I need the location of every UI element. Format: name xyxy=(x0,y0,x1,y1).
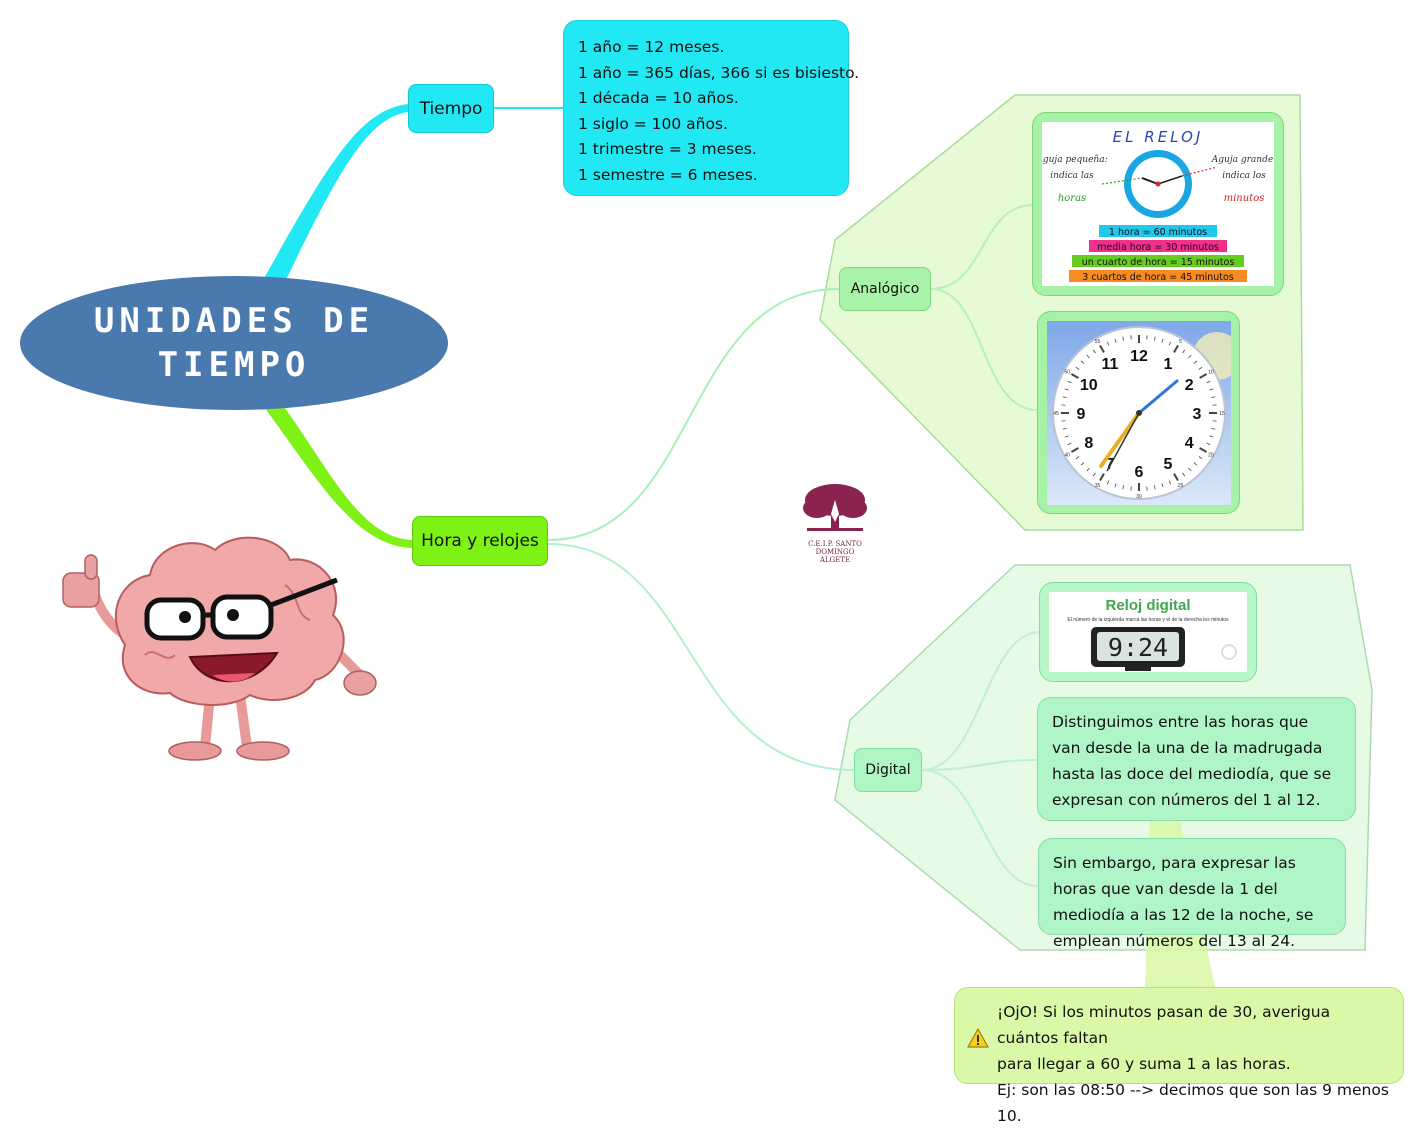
left-text: indica las xyxy=(1050,171,1094,181)
digital-title: Reloj digital xyxy=(1105,597,1190,614)
brain-mascot-icon xyxy=(55,525,385,765)
equivalence-text: 3 cuartos de hora = 45 minutos xyxy=(1082,272,1234,283)
reloj-digital-card: Reloj digital El número de la izquierda … xyxy=(1049,592,1247,672)
connector-tiempo xyxy=(262,104,408,282)
clock-number: 11 xyxy=(1102,356,1119,373)
digital-display: 9:24 xyxy=(1108,633,1168,662)
clock-minute-mark: 15 xyxy=(1219,411,1225,417)
clock-minute-mark: 50 xyxy=(1064,370,1070,376)
clock-number: 8 xyxy=(1084,435,1093,452)
topic-tiempo-label: Tiempo xyxy=(420,99,483,119)
left-text: Aguja pequeña: xyxy=(1042,155,1108,165)
topic-digital-label: Digital xyxy=(865,762,910,778)
clock-minute-mark: 40 xyxy=(1064,453,1070,459)
tiempo-line: 1 trimestre = 3 meses. xyxy=(578,137,834,163)
clock-number: 1 xyxy=(1164,356,1173,373)
main-topic[interactable]: UNIDADES DE TIEMPO xyxy=(20,276,448,410)
digital-note-text: Sin embargo, para expresar las horas que… xyxy=(1053,854,1313,950)
tiempo-note[interactable]: 1 año = 12 meses. 1 año = 365 días, 366 … xyxy=(563,20,849,196)
topic-tiempo[interactable]: Tiempo xyxy=(408,84,494,133)
topic-analogico-label: Analógico xyxy=(851,281,920,297)
left-word: horas xyxy=(1058,193,1086,204)
topic-analogico[interactable]: Analógico xyxy=(839,267,931,311)
clock-number: 9 xyxy=(1077,406,1086,423)
clock-minute-mark: 45 xyxy=(1053,411,1059,417)
logo-line-1: C.E.I.P. SANTO DOMINGO xyxy=(790,540,880,556)
equivalence-text: un cuarto de hora = 15 minutos xyxy=(1082,257,1235,268)
right-word: minutos xyxy=(1224,193,1265,204)
clock-minute-mark: 10 xyxy=(1208,370,1214,376)
clock-minute-mark: 55 xyxy=(1095,339,1101,345)
topic-hora-label: Hora y relojes xyxy=(421,531,539,551)
ojo-line: Ej: son las 08:50 --> decimos que son la… xyxy=(997,1077,1389,1129)
tree-logo-icon xyxy=(795,480,875,536)
reloj-card-frame[interactable]: EL RELOJ Aguja pequeña: indica las horas… xyxy=(1032,112,1284,296)
tiempo-line: 1 siglo = 100 años. xyxy=(578,112,834,138)
logo-line-2: ALGETE xyxy=(790,556,880,564)
clock-number: 2 xyxy=(1185,377,1194,394)
topic-digital[interactable]: Digital xyxy=(854,748,922,792)
tiempo-line: 1 década = 10 años. xyxy=(578,86,834,112)
clock-number: 6 xyxy=(1135,464,1144,481)
right-text: indica los xyxy=(1222,171,1266,181)
reloj-card: EL RELOJ Aguja pequeña: indica las horas… xyxy=(1042,122,1274,286)
clock-number: 4 xyxy=(1185,435,1194,452)
tiempo-line: 1 semestre = 6 meses. xyxy=(578,163,834,189)
clock-minute-mark: 20 xyxy=(1208,453,1214,459)
clock-number: 5 xyxy=(1164,456,1173,473)
main-topic-title: UNIDADES DE TIEMPO xyxy=(84,299,384,387)
reloj-digital-frame[interactable]: Reloj digital El número de la izquierda … xyxy=(1039,582,1257,682)
connector-digital xyxy=(548,544,854,770)
ojo-line: para llegar a 60 y suma 1 a las horas. xyxy=(997,1051,1389,1077)
tiempo-line: 1 año = 365 días, 366 si es bisiesto. xyxy=(578,61,834,87)
clock-minute-mark: 25 xyxy=(1178,483,1184,489)
equivalence-text: 1 hora = 60 minutos xyxy=(1109,227,1207,238)
clock-minute-mark: 5 xyxy=(1179,339,1182,345)
tiempo-line: 1 año = 12 meses. xyxy=(578,35,834,61)
clock-number: 3 xyxy=(1193,406,1202,423)
digital-note-2[interactable]: Sin embargo, para expresar las horas que… xyxy=(1038,838,1346,935)
digital-note-text: Distinguimos entre las horas que van des… xyxy=(1052,713,1331,809)
equivalence-text: media hora = 30 minutos xyxy=(1097,242,1219,253)
digital-note-1[interactable]: Distinguimos entre las horas que van des… xyxy=(1037,697,1356,821)
ojo-line: ¡OjO! Si los minutos pasan de 30, averig… xyxy=(997,999,1389,1051)
school-logo: C.E.I.P. SANTO DOMINGO ALGETE xyxy=(790,480,880,564)
right-text: Aguja grande: xyxy=(1211,155,1274,165)
reloj-card-title: EL RELOJ xyxy=(1113,128,1204,146)
clock-number: 12 xyxy=(1130,348,1148,365)
topic-hora-y-relojes[interactable]: Hora y relojes xyxy=(412,516,548,566)
digital-subtitle: El número de la izquierda marca las hora… xyxy=(1067,617,1229,623)
warning-icon xyxy=(967,1028,989,1048)
ojo-note[interactable]: ¡OjO! Si los minutos pasan de 30, averig… xyxy=(954,987,1404,1084)
clock-number: 10 xyxy=(1080,377,1098,394)
clock-minute-mark: 30 xyxy=(1136,494,1142,500)
clock-minute-mark: 35 xyxy=(1095,483,1101,489)
